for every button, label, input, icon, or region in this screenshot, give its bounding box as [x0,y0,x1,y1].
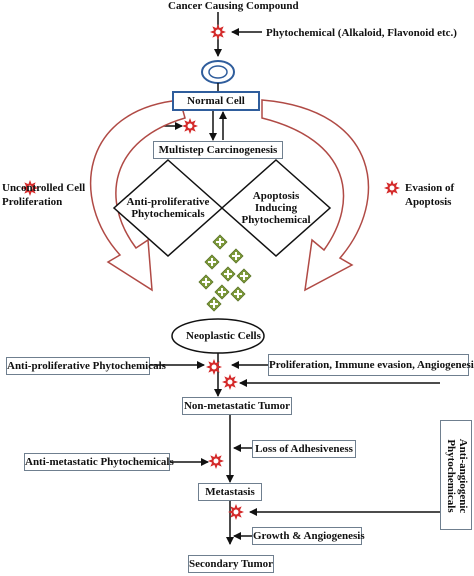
plus-mark [234,290,242,298]
diamond-left-text: Anti-proliferative Phytochemicals [118,196,218,220]
diamond-left-line-2: Phytochemicals [131,208,205,220]
star-center [215,29,221,35]
non-metastatic-box: Non-metastatic Tumor [182,397,292,415]
plus-mark [216,238,224,246]
left-side-label-1: Uncontrolled Cell [2,182,86,194]
diamond-anti-proliferative [112,158,224,258]
left-side-label-2: Proliferation [2,196,63,208]
plus-mark [232,252,240,260]
right-side-label-2: Apoptosis [405,196,452,208]
diamond-right-line-2: Inducing [254,202,298,214]
diamond-right-line-3: Phytochemical [241,214,311,226]
anti-angiogenic-line-2: Phytochemicals [445,439,457,513]
phytochemical-cluster [198,234,252,312]
star-center [227,379,233,385]
diamond-apoptosis [220,158,332,258]
anti-metastatic-box: Anti-metastatic Phytochemicals [24,453,174,471]
anti-proliferative-box: Anti-proliferative Phytochemicals [6,357,166,375]
star-center [389,185,395,191]
plus-mark [224,270,232,278]
growth-box: Growth & Angiogenesis [252,527,365,545]
plus-mark [202,278,210,286]
right-side-label-1: Evasion of [405,182,455,194]
star-center [27,185,33,191]
cell-icon [201,60,235,84]
phytochemical-label: Phytochemical (Alkaloid, Flavonoid etc.) [266,27,457,39]
processes-box: Proliferation, Immune evasion, Angiogene… [268,354,474,376]
anti-angiogenic-line-1: Anti-angiogenic [457,438,469,514]
neoplastic-label: Neoplastic Cells [186,330,261,342]
plus-mark [208,258,216,266]
star-center [211,364,217,370]
right-curve-arrow [261,99,370,292]
normal-cell-box: Normal Cell [172,91,260,111]
diamond-right-text: Apoptosis Inducing Phytochemical [226,190,326,226]
multistep-box: Multistep Carcinogenesis [153,141,283,159]
metastasis-box: Metastasis [198,483,262,501]
adhesiveness-box: Loss of Adhesiveness [252,440,356,458]
plus-mark [210,300,218,308]
diamond-left-line-1: Anti-proliferative [126,196,210,208]
star-icons [22,24,400,520]
anti-angiogenic-box: Anti-angiogenic Phytochemicals [440,420,472,530]
secondary-tumor-box: Secondary Tumor [188,555,274,573]
plus-mark [240,272,248,280]
left-curve-arrow [90,99,186,292]
plus-mark [218,288,226,296]
compound-label: Cancer Causing Compound [168,0,299,12]
star-center [213,458,219,464]
diamond-right-line-1: Apoptosis [252,190,300,202]
star-center [187,123,193,129]
star-center [233,509,239,515]
